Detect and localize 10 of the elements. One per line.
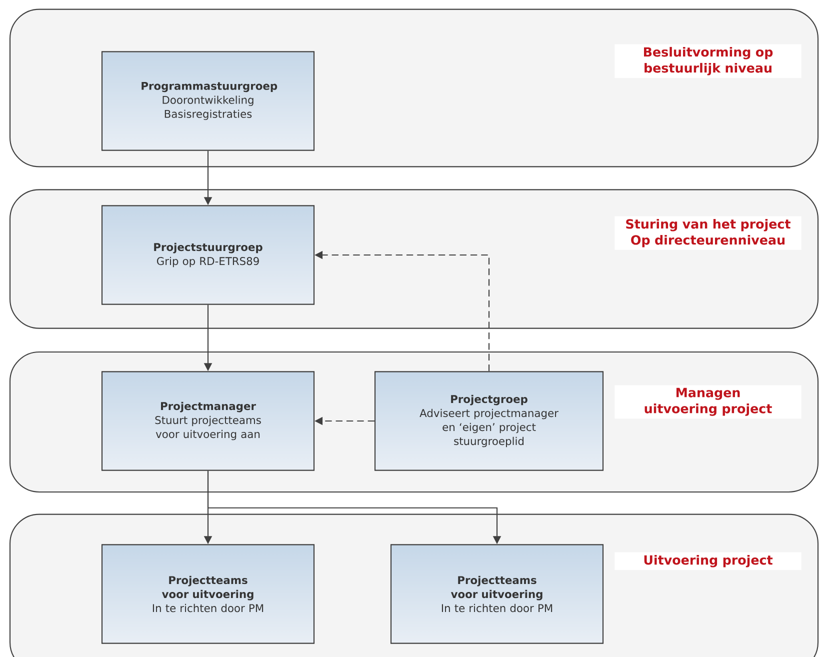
lane-heading: Uitvoering project [614,552,802,570]
process-box: Projectgroep Adviseert projectmanager en ‘eigen’ project stuurgroeplid [374,371,604,471]
process-box: Programmastuurgroep Doorontwikkeling Basisregistraties [101,51,315,151]
lane-heading: Sturing van het project Op directeurenniveau [614,216,802,250]
process-box: Projectmanager Stuurt projectteams voor uitvoering aan [101,371,315,471]
lane-heading: Managen uitvoering project [614,385,802,419]
process-box: Projectteams voor uitvoering In te richten door PM [101,544,315,644]
process-box: Projectteams voor uitvoering In te richten door PM [390,544,604,644]
lane-heading: Besluitvorming op bestuurlijk niveau [614,44,802,78]
process-box: Projectstuurgroep Grip op RD-ETRS89 [101,205,315,305]
